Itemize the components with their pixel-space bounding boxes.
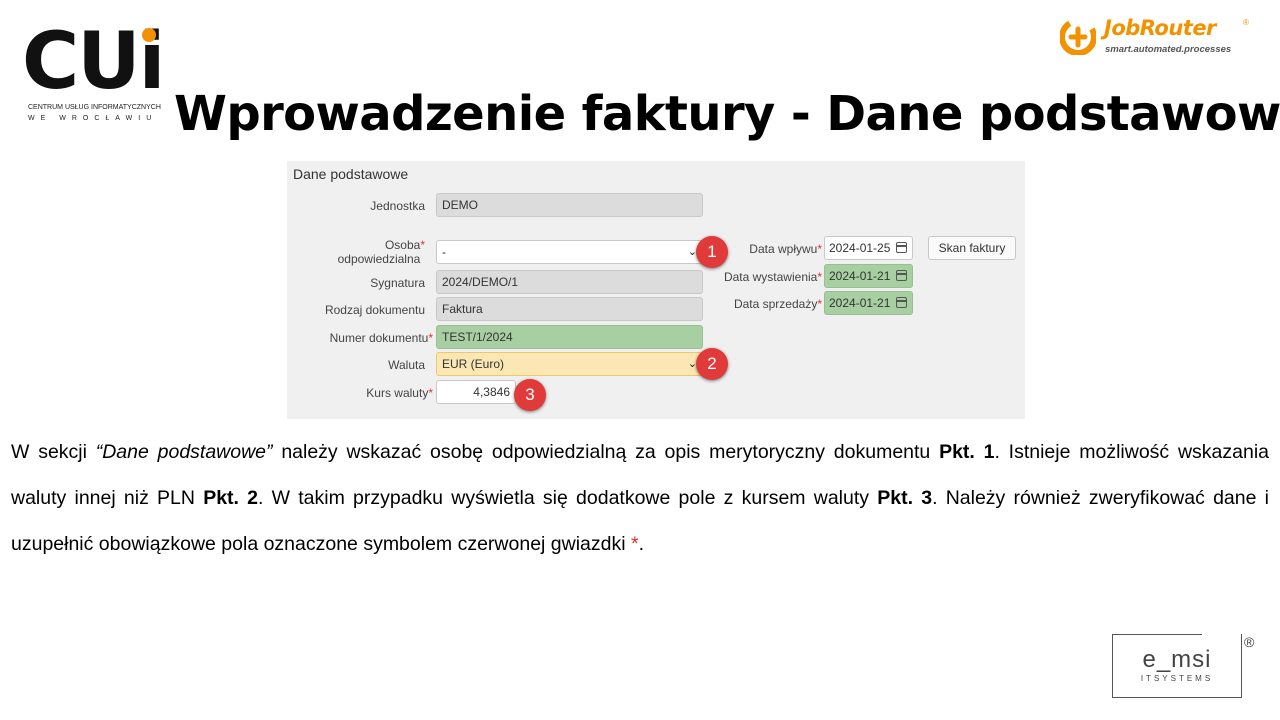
jobrouter-tagline: smart.automated.processes bbox=[1105, 44, 1232, 55]
waluta-select[interactable]: EUR (Euro) ⌄ bbox=[436, 352, 703, 376]
kurs-field[interactable]: 4,3846 bbox=[436, 380, 516, 404]
waluta-label: Waluta bbox=[388, 358, 425, 372]
calendar-icon[interactable] bbox=[896, 270, 907, 281]
form-panel: Dane podstawowe Jednostka DEMO Osoba* od… bbox=[287, 161, 1025, 419]
required-star: * bbox=[420, 238, 425, 252]
cui-logo-dot bbox=[142, 28, 156, 42]
badge-3: 3 bbox=[514, 379, 546, 411]
sygnatura-field: 2024/DEMO/1 bbox=[436, 270, 703, 294]
sygnatura-label: Sygnatura bbox=[370, 276, 425, 290]
page-title: Wprowadzenie faktury - Dane podstawowe bbox=[174, 86, 1280, 142]
section-title: Dane podstawowe bbox=[293, 166, 409, 182]
calendar-icon[interactable] bbox=[896, 297, 907, 308]
kurs-label: Kurs waluty* bbox=[366, 386, 433, 400]
numer-field[interactable]: TEST/1/2024 bbox=[436, 325, 703, 349]
badge-1: 1 bbox=[696, 236, 728, 268]
data-sprzedazy-label: Data sprzedaży* bbox=[733, 297, 822, 311]
emsi-name: e_msi bbox=[1142, 646, 1212, 673]
numer-label: Numer dokumentu* bbox=[329, 331, 433, 345]
cui-logo-letters: CUi bbox=[22, 17, 165, 107]
emsi-logo: e_msi ITSYSTEMS bbox=[1112, 634, 1242, 698]
data-wplywu-label: Data wpływu* bbox=[749, 242, 822, 256]
rodzaj-field: Faktura bbox=[436, 297, 703, 321]
cui-logo: CUi CENTRUM USŁUG INFORMATYCZNYCH WE WRO… bbox=[22, 22, 172, 132]
data-wplywu-field[interactable]: 2024-01-25 bbox=[824, 236, 913, 260]
calendar-icon[interactable] bbox=[896, 242, 907, 253]
osoba-select[interactable]: - ⌄ bbox=[436, 240, 703, 264]
data-sprzedazy-field[interactable]: 2024-01-21 bbox=[824, 291, 913, 315]
badge-2: 2 bbox=[696, 348, 728, 380]
osoba-label: Osoba* odpowiedzialna* bbox=[337, 238, 425, 266]
emsi-registered: ® bbox=[1244, 634, 1255, 650]
chevron-down-icon: ⌄ bbox=[687, 246, 697, 258]
description-paragraph: W sekcji “Dane podstawowe” należy wskaza… bbox=[11, 441, 1269, 555]
emsi-sub: ITSYSTEMS bbox=[1140, 674, 1214, 683]
cui-logo-line2: WE WROCŁAWIU bbox=[28, 115, 158, 122]
jednostka-field: DEMO bbox=[436, 193, 703, 217]
jednostka-label: Jednostka bbox=[370, 199, 425, 213]
rodzaj-label: Rodzaj dokumentu bbox=[324, 303, 425, 317]
jobrouter-mark-icon bbox=[1060, 19, 1096, 55]
data-wystawienia-label: Data wystawienia* bbox=[723, 270, 822, 284]
jobrouter-name: JobRouter bbox=[1104, 16, 1216, 40]
chevron-down-icon: ⌄ bbox=[687, 358, 697, 370]
jobrouter-logo: JobRouter ® smart.automated.processes bbox=[1060, 16, 1260, 60]
cui-logo-line1: CENTRUM USŁUG INFORMATYCZNYCH bbox=[28, 104, 161, 111]
data-wystawienia-field[interactable]: 2024-01-21 bbox=[824, 264, 913, 288]
skan-faktury-button[interactable]: Skan faktury bbox=[928, 236, 1016, 260]
jobrouter-registered: ® bbox=[1243, 18, 1249, 27]
